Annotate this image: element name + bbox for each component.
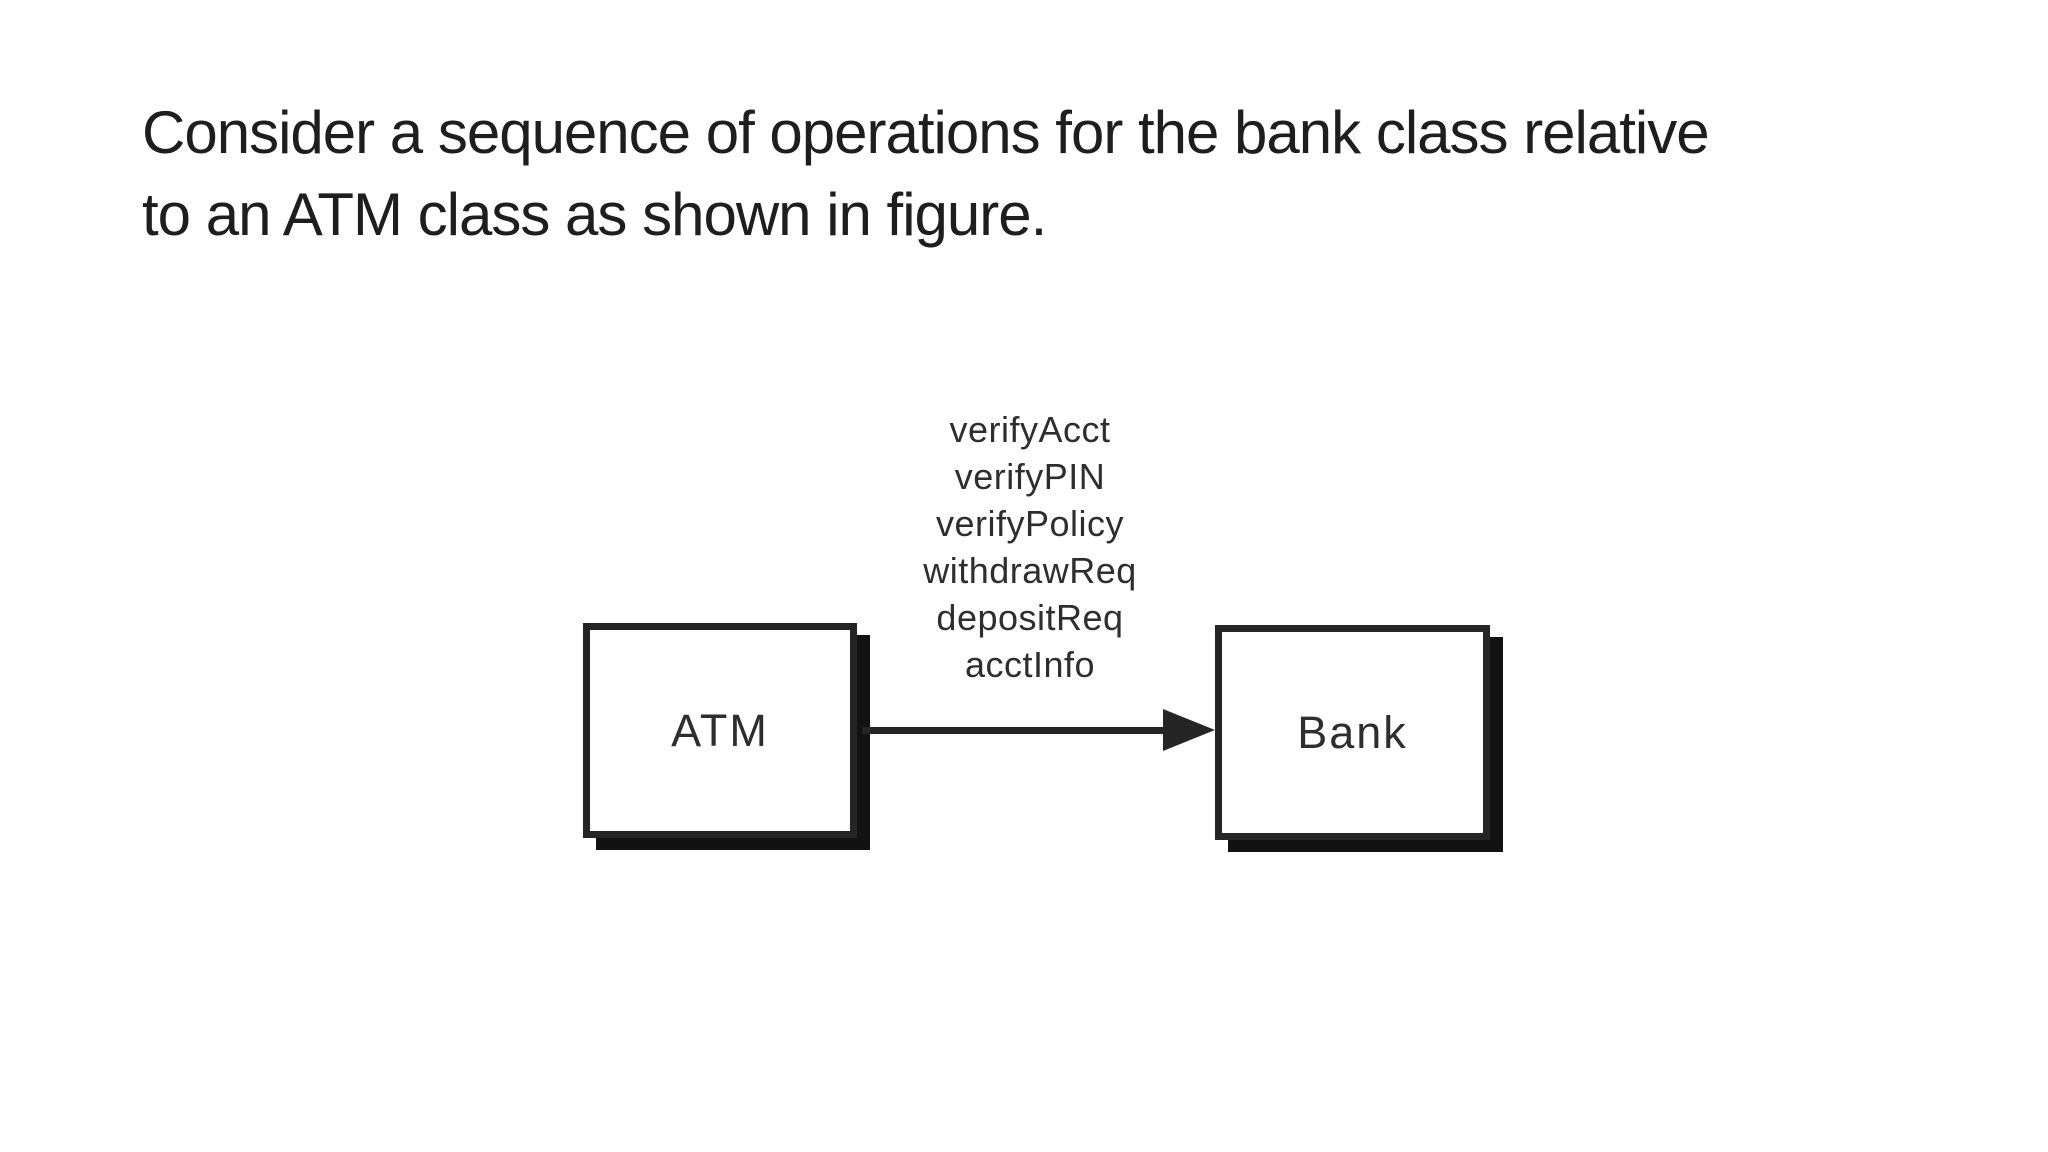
association-arrow-line — [862, 727, 1165, 734]
bank-class-label: Bank — [1297, 706, 1408, 758]
slide-title-line-1: Consider a sequence of operations for th… — [142, 99, 1710, 166]
operation-label-verifypolicy: verifyPolicy — [935, 503, 1125, 544]
operation-label-verifypin: verifyPIN — [954, 456, 1106, 497]
slide-title-line-2: to an ATM class as shown in figure. — [142, 181, 1047, 248]
atm-class-label: ATM — [671, 704, 769, 756]
operation-label-depositreq: depositReq — [936, 597, 1124, 638]
operation-label-withdrawreq: withdrawReq — [923, 550, 1137, 591]
bank-class-box: Bank — [1215, 625, 1490, 840]
operation-label-verifyacct: verifyAcct — [949, 409, 1111, 450]
association-arrow-head-icon — [1163, 709, 1215, 751]
operation-label-acctinfo: acctInfo — [964, 644, 1096, 685]
slide-title: Consider a sequence of operations for th… — [142, 92, 1710, 256]
atm-class-box: ATM — [583, 623, 857, 838]
operation-labels: verifyAcct verifyPIN verifyPolicy withdr… — [830, 406, 1230, 688]
